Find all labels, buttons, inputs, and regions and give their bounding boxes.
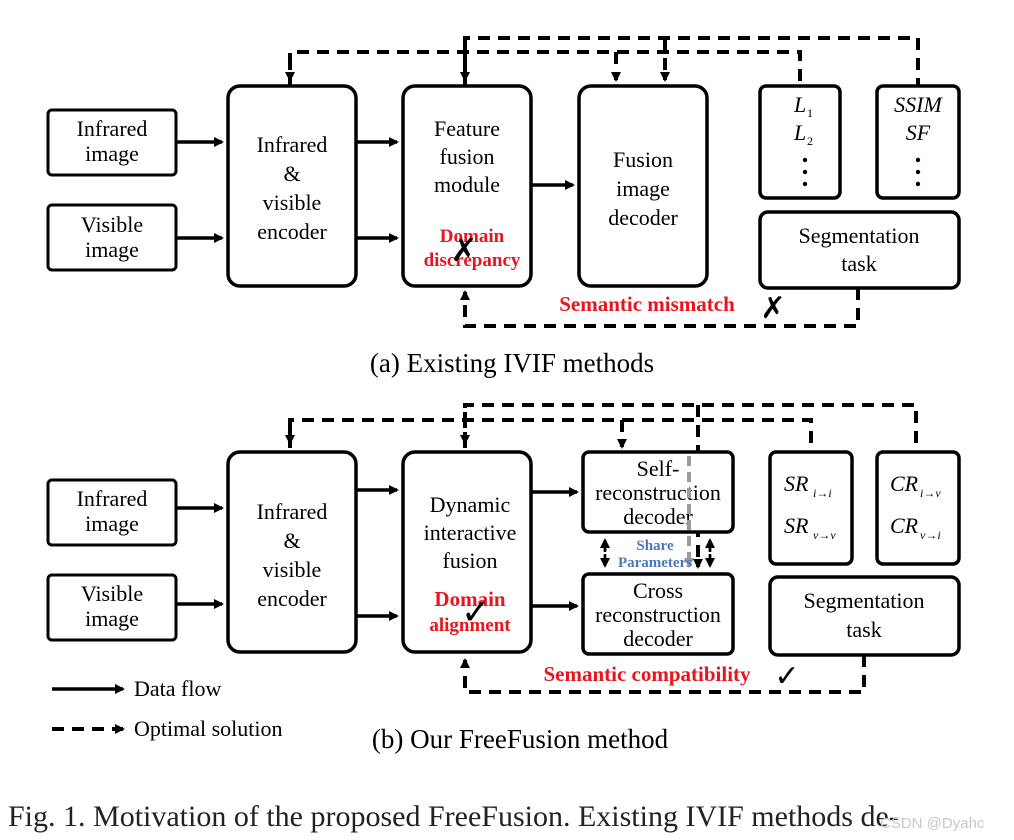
panel-b-visible-line2: image [85, 606, 139, 631]
panel-a-loss-box-l: L 1 L 2 [758, 84, 842, 200]
panel-a-visible-line2: image [85, 237, 139, 262]
panel-b-encoder-line4: encoder [257, 586, 327, 611]
panel-a-fusion-line2: fusion [440, 144, 495, 169]
panel-b-fusion-line2: interactive [424, 520, 517, 545]
panel-b-cr2: CR [890, 513, 919, 538]
panel-b-self-line1: Self- [637, 456, 680, 481]
panel-a-loss-l2-letter: L [793, 120, 806, 145]
panel-a-domain-cross-icon: ✗ [451, 231, 478, 269]
panel-b-cr-box: CR i→v CR v→i [875, 450, 961, 566]
panel-a-loss-l1-sub: 1 [807, 106, 813, 120]
panel-b-semantic-loop [460, 655, 866, 694]
panel-b-self-line3: decoder [623, 504, 693, 529]
panel-a-infrared-line1: Infrared [77, 116, 148, 141]
panel-a-domain-line2: discrepancy [424, 250, 521, 271]
panel-b-domain-check-icon: ✓ [461, 592, 491, 633]
panel-b-sr1: SR [784, 471, 809, 496]
panel-b-visible-input: Visible image [46, 573, 178, 642]
panel-b-semantic-label: Semantic compatibility [543, 662, 751, 686]
panel-a-segmentation: Segmentation task [758, 210, 961, 290]
panel-b-self-decoder: Self- reconstruction decoder [581, 450, 735, 534]
panel-a-domain-line1: Domain [440, 226, 505, 247]
panel-b-infrared-input: Infrared image [46, 478, 178, 547]
panel-a-fusion-module: Feature fusion module Domain discrepancy… [401, 84, 533, 288]
panel-a-fusion-line3: module [434, 172, 500, 197]
panel-b-seg-line1: Segmentation [804, 588, 925, 613]
panel-a-loss-l2-sub: 2 [807, 134, 813, 148]
legend: Data flow Optimal solution [52, 676, 283, 741]
panel-a-visible-line1: Visible [81, 212, 143, 237]
panel-a-loss-sf: SF [906, 120, 931, 145]
panel-a-infrared-input: Infrared image [46, 108, 178, 177]
panel-b-share-arrows [600, 456, 715, 568]
panel-a-semantic-label: Semantic mismatch [559, 292, 735, 316]
panel-b-sr2-sub: v→v [813, 528, 836, 542]
panel-b-cross-line3: decoder [623, 626, 693, 651]
panel-b-segmentation: Segmentation task [768, 575, 961, 657]
panel-a-semantic-cross-icon: ✗ [760, 291, 785, 326]
panel-b-fusion-line1: Dynamic [430, 492, 511, 517]
panel-b-infrared-line2: image [85, 511, 139, 536]
panel-b-sr1-sub: i→i [813, 486, 832, 500]
panel-b-encoder: Infrared & visible encoder [226, 450, 358, 654]
panel-b-share-line2: Parameters [618, 555, 692, 571]
panel-b-share-line1: Share [636, 538, 674, 554]
panel-a-fusion-line1: Feature [434, 116, 500, 141]
panel-a-encoder: Infrared & visible encoder [226, 84, 358, 288]
panel-a-loss-l1-letter: L [793, 92, 806, 117]
panel-b-cross-decoder: Cross reconstruction decoder [581, 572, 735, 656]
panel-b-cr1: CR [890, 471, 919, 496]
figure-caption: Fig. 1. Motivation of the proposed FreeF… [8, 800, 899, 833]
panel-a-encoder-line2: & [283, 161, 300, 186]
panel-a-encoder-line1: Infrared [257, 132, 328, 157]
panel-b-cross-line1: Cross [633, 578, 683, 603]
panel-b-domain-line2: alignment [429, 615, 511, 636]
panel-a-optimal-loop-top [285, 36, 920, 85]
panel-a-decoder-line1: Fusion [613, 147, 673, 172]
panel-b-self-line2: reconstruction [595, 480, 721, 505]
panel-b-encoder-line2: & [283, 528, 300, 553]
panel-b-semantic-check-icon: ✓ [774, 659, 799, 694]
panel-a-loss-box-ssim: SSIM SF [875, 84, 961, 200]
panel-a-infrared-line2: image [85, 141, 139, 166]
panel-b-sr-box: SR i→i SR v→v [768, 450, 854, 566]
panel-a-decoder-line3: decoder [608, 205, 678, 230]
panel-b-encoder-line3: visible [263, 557, 322, 582]
legend-optimal-label: Optimal solution [134, 716, 283, 741]
panel-a: Infrared image Visible image Infrared & … [46, 36, 961, 378]
panel-b-cr2-sub: v→i [920, 528, 941, 542]
legend-data-flow-label: Data flow [134, 676, 221, 701]
panel-b-sr2: SR [784, 513, 809, 538]
panel-a-seg-line1: Segmentation [799, 223, 920, 248]
panel-b-domain-line1: Domain [434, 587, 505, 611]
panel-a-decoder: Fusion image decoder [577, 84, 709, 288]
panel-a-semantic-loop [460, 288, 860, 328]
panel-b-fusion-module: Dynamic interactive fusion Domain alignm… [401, 450, 533, 654]
panel-a-encoder-line3: visible [263, 190, 322, 215]
panel-b-cross-line2: reconstruction [595, 602, 721, 627]
panel-b: Infrared image Visible image Infrared & … [46, 403, 961, 754]
panel-a-loss-ssim: SSIM [894, 92, 943, 117]
panel-b-encoder-line1: Infrared [257, 499, 328, 524]
panel-a-seg-line2: task [841, 251, 876, 276]
panel-b-infrared-line1: Infrared [77, 486, 148, 511]
panel-a-visible-input: Visible image [46, 203, 178, 272]
panel-b-cr1-sub: i→v [920, 486, 941, 500]
panel-b-seg-line2: task [846, 617, 881, 642]
panel-b-fusion-line3: fusion [443, 548, 498, 573]
panel-a-caption: (a) Existing IVIF methods [370, 348, 654, 378]
panel-b-visible-line1: Visible [81, 581, 143, 606]
watermark: CSDN @Dyahc [880, 815, 985, 832]
panel-a-encoder-line4: encoder [257, 219, 327, 244]
panel-b-caption: (b) Our FreeFusion method [372, 724, 669, 754]
panel-a-decoder-line2: image [616, 176, 670, 201]
